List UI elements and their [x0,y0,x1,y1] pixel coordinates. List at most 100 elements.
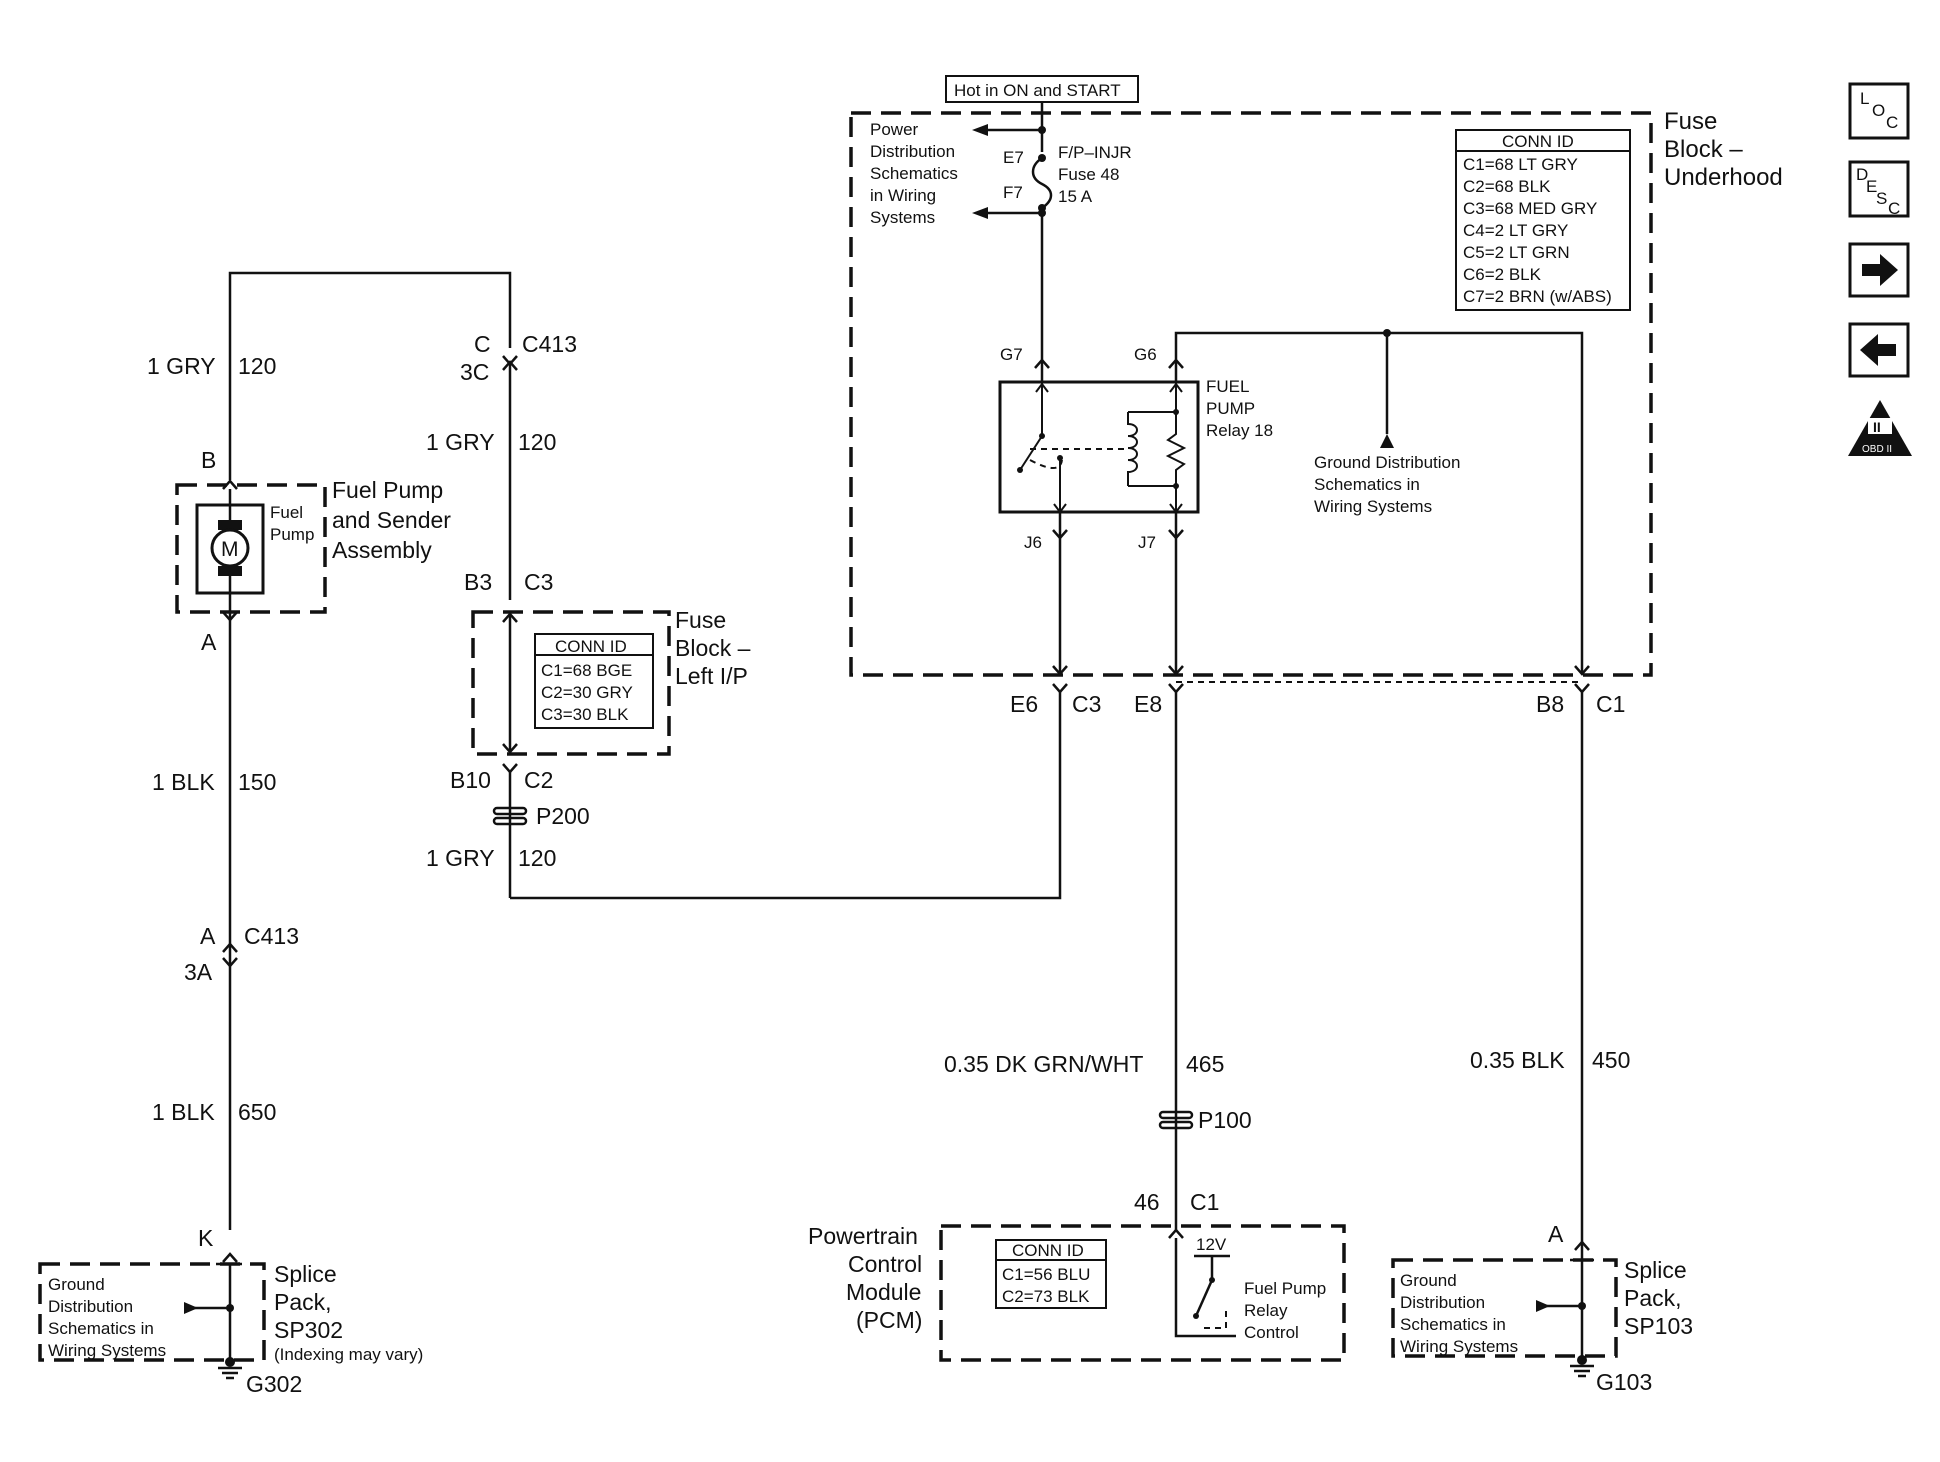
svg-text:OBD II: OBD II [1862,444,1892,455]
arrow-right-icon[interactable] [1848,242,1910,298]
wire-color: 1 GRY [147,353,216,379]
p100-label: P100 [1198,1107,1252,1133]
ground-icon [218,1357,242,1380]
conn-id-row: C3=68 MED GRY [1463,199,1597,218]
svg-text:O: O [1872,101,1885,120]
fuse-48-symbol [1031,156,1053,210]
svg-text:E: E [1866,177,1877,196]
power-dist-text: Schematics [870,164,958,183]
ground-label: G103 [1596,1369,1652,1395]
pin-b10: B10 [450,767,491,793]
pin-g7: G7 [1000,345,1023,364]
pin-k: K [198,1225,214,1251]
pin-g6: G6 [1134,345,1157,364]
splice-sp103-outline [1391,1258,1618,1358]
pcm-label: Powertrain [808,1223,918,1249]
splice-label: Pack, [1624,1285,1682,1311]
obd-ii-icon[interactable]: II OBD II [1848,400,1912,456]
power-dist-text: Distribution [870,142,955,161]
p200-label: P200 [536,803,590,829]
power-dist-text: Systems [870,208,935,227]
conn-id-row: C4=2 LT GRY [1463,221,1568,240]
wire-color: 1 BLK [152,1099,215,1125]
fuel-pump-relay [998,380,1200,514]
conn-id-row: C5=2 LT GRN [1463,243,1570,262]
pin-46: 46 [1134,1189,1160,1215]
pin-b3: B3 [464,569,492,595]
assembly-label: Assembly [332,537,432,563]
hot-label: Hot in ON and START [954,81,1121,100]
conn-id-row: C3=30 BLK [541,705,629,724]
splice-sp302-outline [38,1262,266,1362]
fuse-block-left-ip-outline [471,610,671,756]
c413-c: C [474,331,491,357]
conn-id-row: C1=68 BGE [541,661,632,680]
conn-c3: C3 [1072,691,1101,717]
c413-a: A [200,923,216,949]
pin-e7: E7 [1003,148,1024,167]
conn-id-row: C7=2 BRN (w/ABS) [1463,287,1612,306]
pin-a: A [1548,1221,1564,1247]
desc-icon[interactable]: D E S C [1848,160,1910,218]
fuse-block-lip-label: Block – [675,635,751,661]
relay-control-label: Fuel Pump [1244,1279,1326,1298]
fuel-pump-inner: Fuel [270,503,303,522]
motor-symbol: M [221,538,239,561]
fuse-block-underhood-outline [849,111,1653,677]
ground-dist-text: Schematics in [1314,475,1420,494]
pin-b8: B8 [1536,691,1564,717]
svg-text:D: D [1856,165,1868,184]
wire-color: 1 GRY [426,845,495,871]
fuse-label: Fuse 48 [1058,165,1119,184]
svg-text:S: S [1876,189,1887,208]
ground-dist-arrow-icon [184,1302,198,1314]
pcm-conn-id-table: CONN ID C1=56 BLU C2=73 BLK [995,1239,1107,1309]
loc-icon[interactable]: L O C [1848,82,1910,140]
relay-label: PUMP [1206,399,1255,418]
pin-e6: E6 [1010,691,1038,717]
relay-control-label: Relay [1244,1301,1288,1320]
wire-circuit: 120 [518,845,556,871]
ground-dist-text: Ground Distribution [1314,453,1460,472]
c413-3c: 3C [460,359,489,385]
fuse-block-lip-label: Fuse [675,607,726,633]
fuse-block-underhood-title-2: Block – [1664,136,1743,163]
pcm-label: Control [848,1251,922,1277]
pin-j6: J6 [1024,533,1042,552]
fuse-label: 15 A [1058,187,1093,206]
relay-label: Relay 18 [1206,421,1273,440]
wire-circuit: 450 [1592,1047,1630,1073]
wire-color: 1 GRY [426,429,495,455]
splice-label: SP103 [1624,1313,1693,1339]
power-dist-arrow-icon [972,124,988,136]
power-dist-arrow-icon [972,207,988,219]
conn-c2: C2 [524,767,553,793]
wire-circuit: 650 [238,1099,276,1125]
wire-color: 0.35 DK GRN/WHT [944,1051,1143,1077]
p100-passthrough [1158,1110,1194,1130]
ground-dist-text: Wiring Systems [1314,497,1432,516]
conn-c1: C1 [1596,691,1625,717]
ground-dist-arrow-icon [1536,1300,1550,1312]
pin-j7: J7 [1138,533,1156,552]
p200-passthrough [492,806,528,826]
conn-c3: C3 [524,569,553,595]
wire-circuit: 120 [238,353,276,379]
svg-text:C: C [1886,113,1898,132]
ground-label: G302 [246,1371,302,1397]
relay-control-label: Control [1244,1323,1299,1342]
svg-text:II: II [1873,419,1881,435]
ground-dist-text: Wiring Systems [1400,1337,1518,1356]
fuel-pump-assembly-outline [175,483,327,614]
wire-color: 0.35 BLK [1470,1047,1565,1073]
svg-text:C: C [1888,199,1900,218]
relay-label: FUEL [1206,377,1249,396]
wire-color: 1 BLK [152,769,215,795]
ground-dist-text: Schematics in [1400,1315,1506,1334]
conn-id-row: C2=30 GRY [541,683,633,702]
wire-circuit: 150 [238,769,276,795]
arrow-left-icon[interactable] [1848,322,1910,378]
c413-label: C413 [244,923,299,949]
conn-id-row: C2=68 BLK [1463,177,1551,196]
fuse-block-lip-conn-id-table: CONN ID C1=68 BGE C2=30 GRY C3=30 BLK [534,633,654,729]
